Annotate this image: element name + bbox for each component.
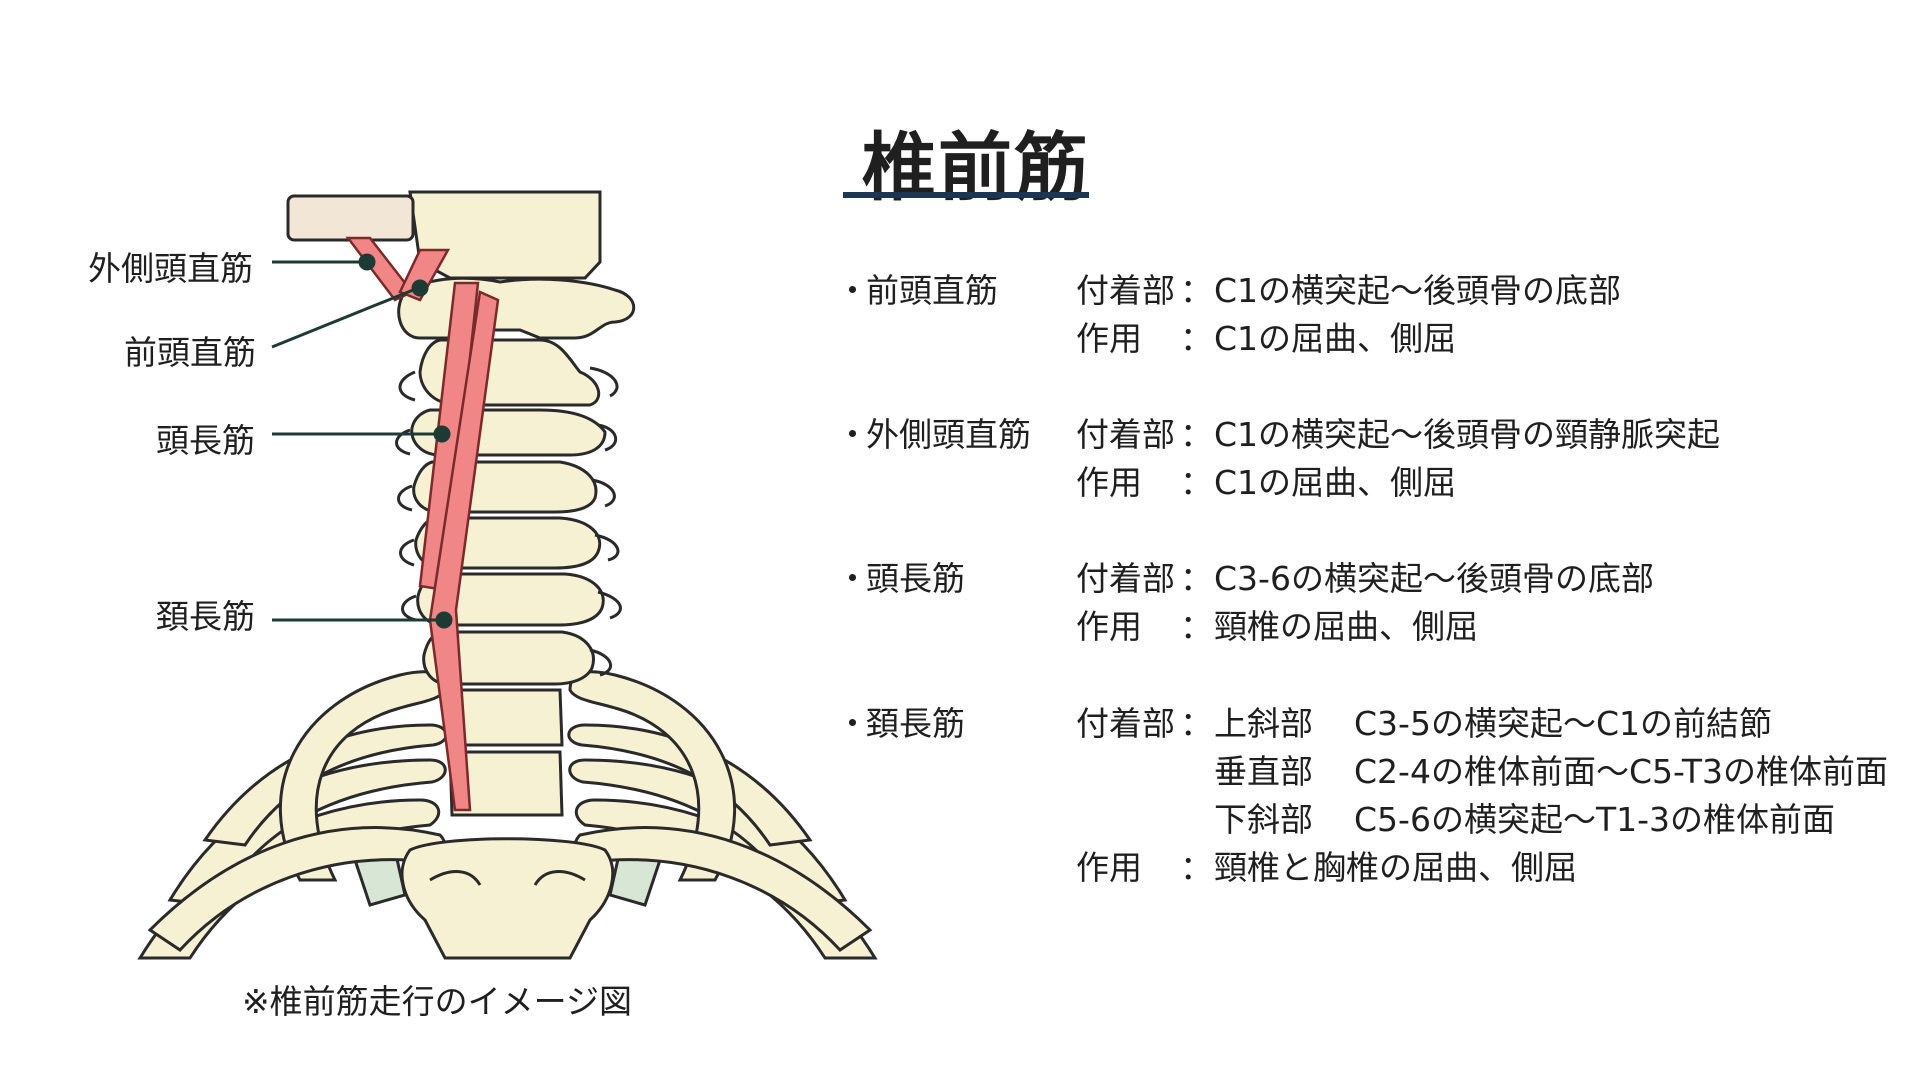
atlas	[397, 276, 636, 340]
attachment-value: C1の横突起〜後頭骨の底部	[1214, 271, 1622, 310]
colon: ：	[1180, 415, 1213, 454]
label-longus-colli: 頚長筋	[156, 597, 255, 636]
attachment-value: C3-6の横突起〜後頭骨の底部	[1214, 559, 1654, 598]
bullet: ・	[836, 704, 869, 743]
colon: ：	[1180, 848, 1213, 887]
colon: ：	[1180, 271, 1213, 310]
muscle-name: 頭長筋	[866, 559, 965, 598]
muscle-name: 前頭直筋	[866, 271, 998, 310]
pointer-dot	[358, 253, 376, 271]
part-name: 下斜部	[1214, 800, 1313, 839]
pointer-dot	[411, 279, 429, 297]
rib-cage	[137, 670, 878, 960]
part-name: 上斜部	[1214, 704, 1313, 743]
colon: ：	[1180, 704, 1213, 743]
pointer-dot	[433, 425, 451, 443]
label-longus-capitis: 頭長筋	[156, 421, 255, 460]
label-anterior-rectus: 前頭直筋	[124, 333, 256, 372]
mastoid-block	[286, 194, 415, 242]
page-title: 椎前筋	[862, 125, 1090, 211]
colon: ：	[1180, 607, 1213, 646]
colon: ：	[1180, 319, 1213, 358]
muscle-name: 外側頭直筋	[866, 415, 1031, 454]
part-name: 垂直部	[1214, 752, 1313, 791]
vertebra-t2	[448, 750, 564, 817]
colon: ：	[1180, 559, 1213, 598]
figure-caption: ※椎前筋走行のイメージ図	[242, 982, 632, 1021]
action-value: 頸椎と胸椎の屈曲、側屈	[1214, 848, 1577, 887]
attachment-key: 付着部	[1076, 271, 1175, 310]
pointer-dot	[435, 611, 453, 629]
bullet: ・	[836, 415, 869, 454]
attachment-key: 付着部	[1076, 415, 1175, 454]
colon: ：	[1180, 463, 1213, 502]
part-detail: C2-4の椎体前面〜C5-T3の椎体前面	[1354, 752, 1889, 791]
action-key: 作用	[1076, 607, 1142, 646]
action-key: 作用	[1076, 463, 1142, 502]
part-detail: C3-5の横突起〜C1の前結節	[1354, 704, 1772, 743]
manubrium	[400, 837, 615, 960]
label-lateral-rectus: 外側頭直筋	[88, 249, 253, 288]
action-key: 作用	[1076, 319, 1142, 358]
action-value: C1の屈曲、側屈	[1214, 463, 1457, 502]
muscle-name: 頚長筋	[866, 704, 965, 743]
attachment-key: 付着部	[1076, 559, 1175, 598]
bullet: ・	[836, 559, 869, 598]
pointer-lines	[271, 253, 453, 629]
action-key: 作用	[1076, 848, 1142, 887]
vertebra-c6	[416, 572, 605, 627]
part-detail: C5-6の横突起〜T1-3の椎体前面	[1354, 800, 1835, 839]
attachment-value: C1の横突起〜後頭骨の頸静脈突起	[1214, 415, 1721, 454]
action-value: 頸椎の屈曲、側屈	[1214, 607, 1478, 646]
action-value: C1の屈曲、側屈	[1214, 319, 1457, 358]
title-underline	[843, 192, 1089, 198]
first-rib	[568, 670, 737, 882]
bullet: ・	[836, 271, 869, 310]
attachment-key: 付着部	[1076, 704, 1175, 743]
